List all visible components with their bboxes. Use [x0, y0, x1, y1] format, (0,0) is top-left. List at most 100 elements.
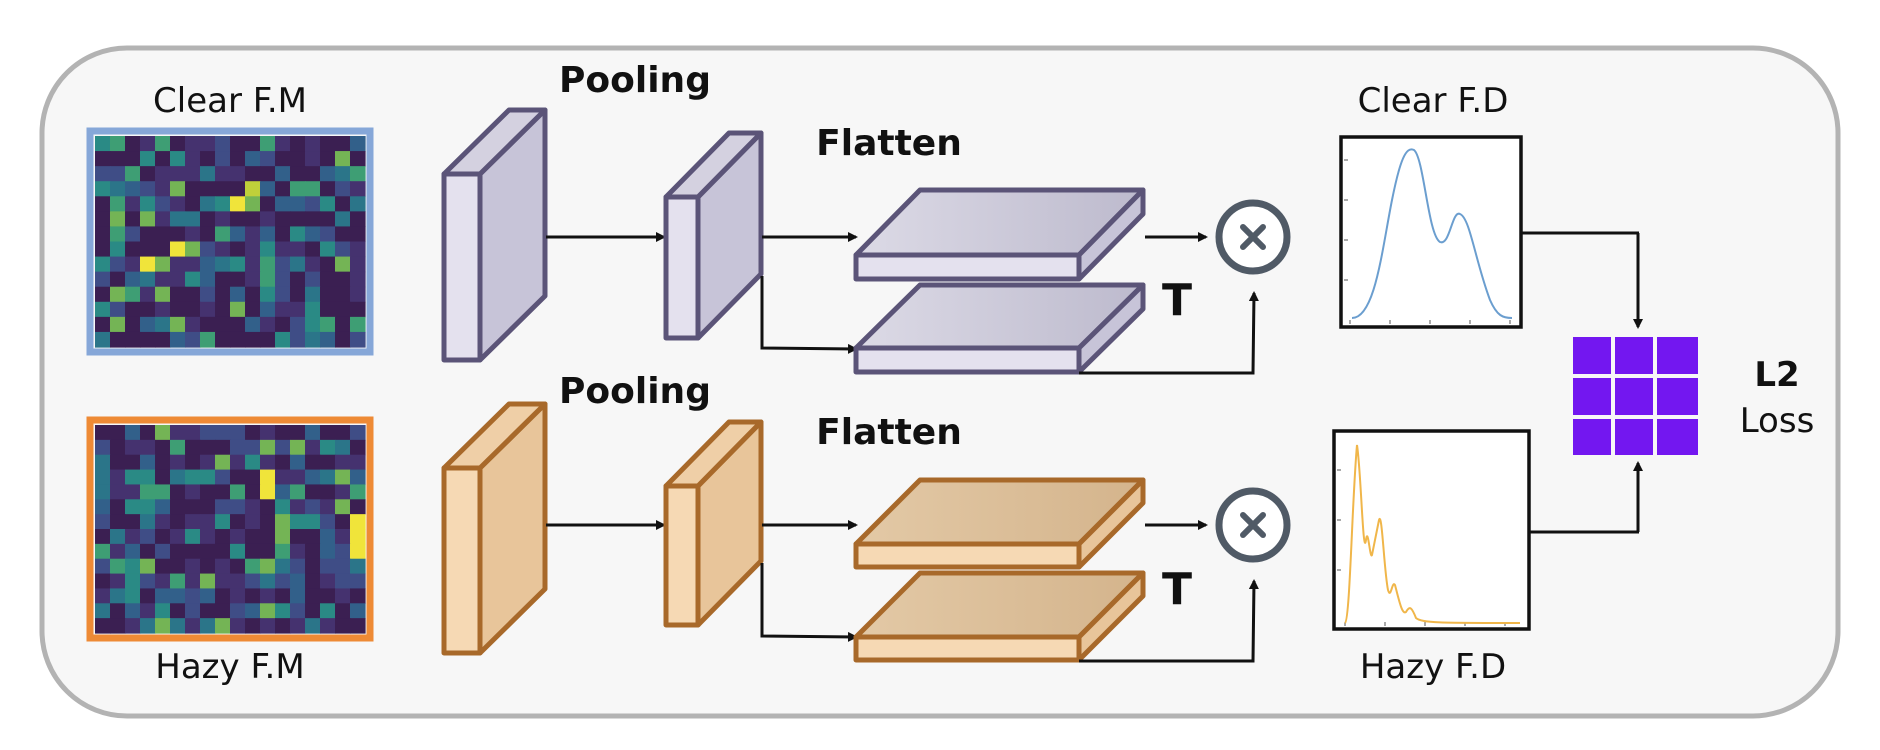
heatmap-cell	[245, 588, 261, 604]
heatmap-cell	[275, 271, 291, 288]
heatmap-cell	[350, 484, 366, 500]
heatmap-cell	[305, 316, 321, 333]
heatmap-cell	[245, 256, 261, 273]
heatmap-cell	[185, 514, 201, 530]
heatmap-cell	[95, 558, 111, 575]
heatmap-cell	[230, 181, 246, 197]
heatmap-cell	[335, 439, 351, 456]
heatmap-cell	[260, 181, 276, 197]
heatmap-cell	[110, 151, 126, 167]
heatmap-cell	[335, 166, 351, 182]
heatmap-cell	[110, 484, 126, 500]
heatmap-cell	[290, 316, 306, 333]
heatmap-cell	[290, 166, 306, 182]
heatmap-cell	[140, 425, 156, 441]
heatmap-cell	[335, 529, 351, 545]
heatmap-cell	[95, 529, 111, 545]
heatmap-cell	[140, 286, 156, 303]
heatmap-cell	[305, 529, 321, 545]
heatmap-cell	[320, 558, 336, 575]
loss-l2-label: L2	[1754, 355, 1799, 395]
heatmap-cell	[275, 499, 291, 515]
heatmap-cell	[350, 469, 366, 486]
heatmap-cell	[320, 469, 336, 486]
heatmap-cell	[140, 196, 156, 212]
heatmap-cell	[95, 484, 111, 500]
heatmap-cell	[320, 196, 336, 212]
heatmap-cell	[170, 151, 186, 167]
heatmap-cell	[335, 573, 351, 590]
heatmap-cell	[140, 543, 156, 560]
heatmap-cell	[140, 514, 156, 530]
heatmap-cell	[260, 484, 276, 500]
heatmap-cell	[95, 136, 111, 152]
heatmap-cell	[140, 316, 156, 333]
heatmap-cell	[95, 573, 111, 590]
heatmap-cell	[110, 196, 126, 212]
heatmap-cell	[245, 316, 261, 333]
heatmap-cell	[275, 484, 291, 500]
heatmap-cell	[245, 211, 261, 228]
heatmap-cell	[290, 211, 306, 228]
heatmap-cell	[110, 514, 126, 530]
heatmap-cell	[155, 573, 171, 590]
heatmap-cell	[260, 588, 276, 604]
heatmap-cell	[305, 226, 321, 243]
heatmap-cell	[230, 439, 246, 456]
heatmap-cell	[245, 301, 261, 318]
heatmap-cell	[245, 136, 261, 152]
heatmap-cell	[140, 331, 156, 348]
heatmap-cell	[335, 588, 351, 604]
transpose-label-bottom: T	[1162, 564, 1192, 615]
heatmap-cell	[155, 301, 171, 318]
heatmap-cell	[230, 425, 246, 441]
heatmap-cell	[230, 573, 246, 590]
heatmap-cell	[215, 256, 231, 273]
clear-feature-map-heatmap	[95, 136, 366, 348]
heatmap-cell	[350, 151, 366, 167]
heatmap-cell	[110, 286, 126, 303]
heatmap-cell	[215, 439, 231, 456]
heatmap-cell	[110, 271, 126, 288]
heatmap-cell	[125, 316, 141, 333]
heatmap-cell	[290, 618, 306, 634]
flatten-slab-bottom-upper	[853, 477, 1146, 570]
pooling-label-bottom: Pooling	[559, 371, 711, 412]
heatmap-cell	[260, 256, 276, 273]
heatmap-cell	[275, 425, 291, 441]
heatmap-cell	[335, 454, 351, 471]
heatmap-cell	[275, 226, 291, 243]
heatmap-cell	[200, 603, 216, 619]
heatmap-cell	[170, 573, 186, 590]
heatmap-cell	[305, 439, 321, 456]
heatmap-cell	[110, 425, 126, 441]
heatmap-cell	[290, 241, 306, 258]
heatmap-cell	[350, 301, 366, 318]
heatmap-cell	[230, 241, 246, 258]
heatmap-cell	[335, 226, 351, 243]
heatmap-cell	[350, 603, 366, 619]
heatmap-cell	[170, 484, 186, 500]
heatmap-cell	[215, 301, 231, 318]
heatmap-cell	[320, 286, 336, 303]
heatmap-cell	[305, 286, 321, 303]
heatmap-cell	[95, 603, 111, 619]
heatmap-cell	[155, 211, 171, 228]
heatmap-cell	[110, 454, 126, 471]
heatmap-cell	[260, 286, 276, 303]
heatmap-cell	[230, 514, 246, 530]
heatmap-cell	[275, 316, 291, 333]
heatmap-cell	[305, 271, 321, 288]
heatmap-cell	[95, 618, 111, 634]
heatmap-cell	[215, 181, 231, 197]
heatmap-cell	[245, 151, 261, 167]
heatmap-cell	[245, 181, 261, 197]
heatmap-cell	[140, 136, 156, 152]
heatmap-cell	[95, 331, 111, 348]
heatmap-cell	[140, 529, 156, 545]
heatmap-cell	[140, 241, 156, 258]
heatmap-cell	[170, 316, 186, 333]
heatmap-cell	[230, 226, 246, 243]
heatmap-cell	[350, 439, 366, 456]
heatmap-cell	[185, 301, 201, 318]
